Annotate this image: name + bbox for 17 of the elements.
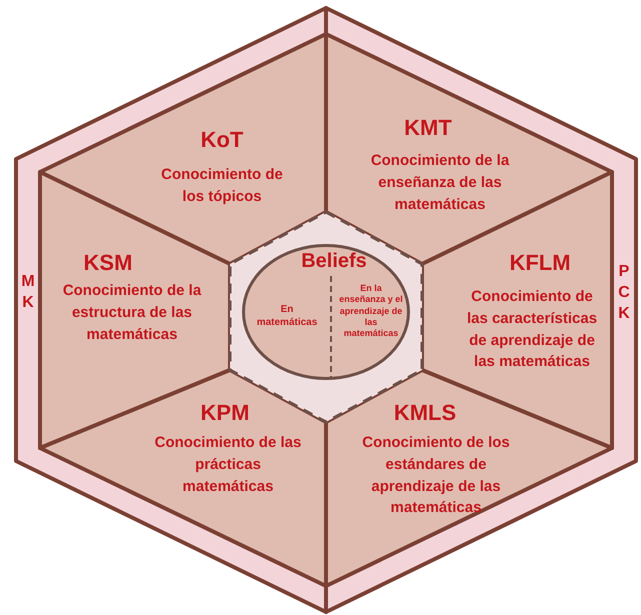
sector-description: Conocimiento de las características de aprendizaje de las matemáticas <box>466 287 598 372</box>
belief-text: En la enseñanza y el aprendizaje de las matemáticas <box>339 283 403 340</box>
sector-description: Conocimiento de los estándares de aprendizaje de las matemáticas <box>361 433 511 518</box>
belief-text: En matemáticas <box>256 304 318 329</box>
beliefs-heading: Beliefs <box>300 249 368 273</box>
sector-heading: KoT <box>200 127 244 154</box>
sector-description: Conocimiento de las prácticas matemáticas <box>154 433 302 496</box>
sector-heading: KMT <box>403 115 453 142</box>
band-label: P C K <box>617 262 631 324</box>
band-label: M K <box>21 272 35 313</box>
sector-heading: KPM <box>200 400 250 426</box>
sector-heading: KSM <box>82 250 134 276</box>
sector-description: Conocimiento de la estructura de las matemáticas <box>62 281 202 344</box>
sector-heading: KMLS <box>392 400 458 426</box>
sector-description: Conocimiento de la enseñanza de las matemáticas <box>370 151 510 214</box>
sector-description: Conocimiento de los tópicos <box>160 165 284 207</box>
sector-heading: KFLM <box>508 250 572 276</box>
